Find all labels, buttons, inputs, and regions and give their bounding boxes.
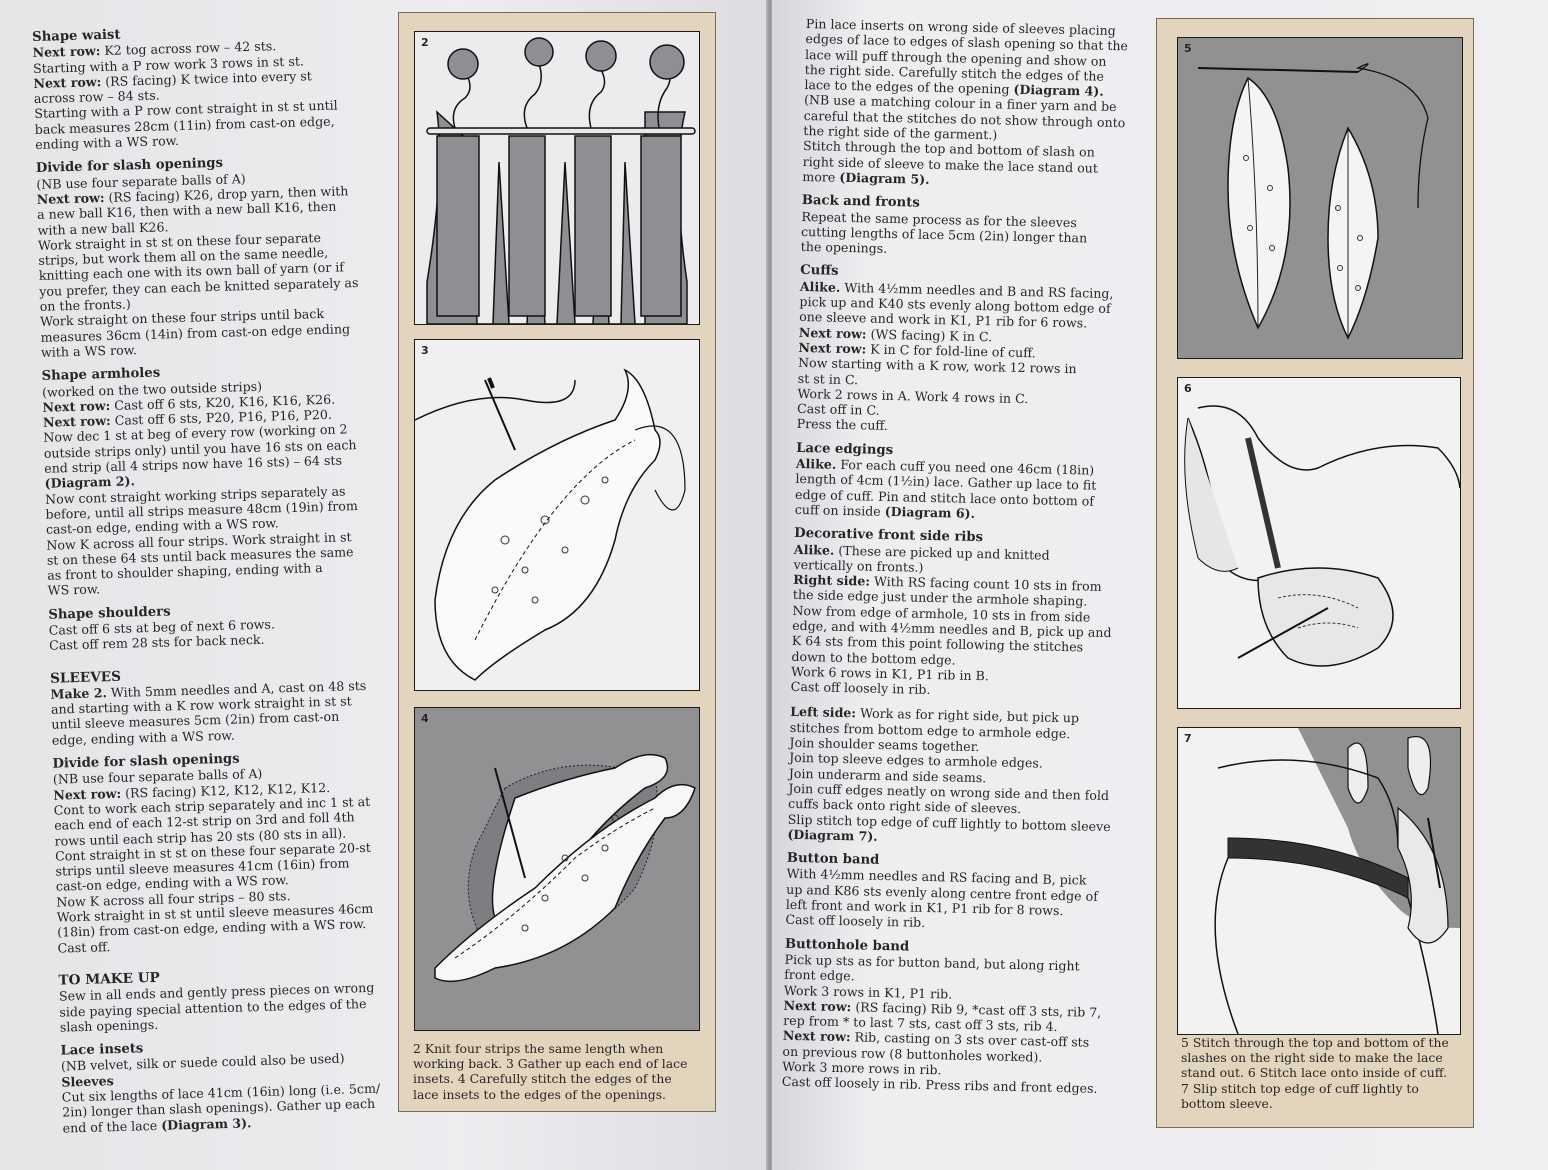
bold-ref: (Diagram 3). [160, 1114, 252, 1133]
diagram-6: 6 [1177, 377, 1461, 709]
caption-line: 2 Knit four strips the same length when [413, 1041, 664, 1056]
bold-lead: Next row: [33, 73, 102, 91]
line-text: front edge. [784, 966, 855, 984]
right-caption: 5 Stitch through the top and bottom of t… [1181, 1035, 1471, 1111]
bold-lead: (Diagram 7). [787, 826, 878, 844]
caption-line: 7 Slip stitch top edge of cuff lightly t… [1181, 1080, 1419, 1096]
diagram-number: 6 [1184, 382, 1192, 395]
bold-ref: (Diagram 6). [884, 503, 976, 521]
caption-line: working back. 3 Gather up each end of la… [413, 1056, 688, 1072]
diagram-number: 5 [1184, 42, 1192, 55]
diagram-3: 3 [414, 339, 700, 691]
bold-lead: Sleeves [61, 1072, 114, 1090]
bold-lead: Next row: [782, 1028, 851, 1045]
line-text: with a WS row. [40, 342, 138, 360]
left-diagram-strip: 2 3 [398, 12, 716, 1112]
diagram-5: 5 [1177, 37, 1463, 359]
bold-lead: Next row: [53, 785, 122, 803]
right-diagram-strip: 5 6 [1156, 18, 1474, 1128]
bold-ref: (Diagram 5). [839, 169, 930, 187]
gathered-lace-icon [415, 368, 686, 681]
bold-lead: Next row: [798, 339, 867, 357]
right-text-column: Pin lace inserts on wrong side of sleeve… [782, 16, 1161, 1097]
line-text: end of the lace [62, 1117, 162, 1136]
slip-stitch-cuff-icon [1214, 728, 1460, 1034]
line-text: Press the cuff. [796, 416, 889, 434]
caption-line: lace insets to the edges of the openings… [413, 1086, 666, 1102]
caption-line: bottom sleeve. [1181, 1095, 1273, 1111]
bold-lead: Next row: [783, 997, 852, 1015]
bold-lead: Next row: [32, 43, 101, 61]
knitting-strips-icon [426, 37, 696, 324]
lace-slash-stitching-icon [1197, 63, 1429, 340]
bold-lead: Next row: [798, 324, 867, 342]
bold-lead: Left side: [790, 704, 857, 721]
bold-lead: Next row: [42, 413, 111, 430]
line-text: WS row. [47, 581, 101, 599]
line-text: st st in C. [797, 370, 859, 387]
bold-lead: Make 2. [50, 685, 108, 702]
diagram-7: 7 [1177, 727, 1461, 1035]
bold-lead: Next row: [36, 190, 105, 207]
line-text: cuff on inside [794, 501, 885, 519]
caption-line: insets. 4 Carefully stitch the edges of … [413, 1071, 672, 1087]
bold-ref: (Diagram 4). [1013, 81, 1104, 99]
line-text: slash openings. [59, 1016, 159, 1035]
cuff-lace-edging-icon [1184, 405, 1460, 667]
bold-lead: Next row: [42, 397, 111, 415]
line-text: more [802, 168, 840, 185]
book-spine [766, 0, 774, 1170]
diagram-4: 4 [414, 707, 700, 1031]
diagram-number: 7 [1184, 732, 1192, 745]
bold-lead: Right side: [793, 571, 871, 589]
line-text: Cast off loosely in rib. [785, 912, 926, 931]
right-page: Pin lace inserts on wrong side of sleeve… [772, 0, 1548, 1170]
diagram-number: 3 [421, 344, 429, 357]
diagram-number: 4 [421, 712, 429, 725]
line-text: ending with a WS row. [34, 133, 180, 153]
caption-line: stand out. 6 Stitch lace onto inside of … [1181, 1065, 1448, 1081]
diagram-2: 2 [414, 31, 700, 325]
line-text: Cast off. [57, 938, 111, 956]
diagram-number: 2 [421, 36, 429, 49]
line-text: Cast off loosely in rib. [790, 679, 931, 698]
caption-line: slashes on the right side to make the la… [1181, 1050, 1443, 1066]
bold-lead: Alike. [799, 278, 841, 295]
caption-line: 5 Stitch through the top and bottom of t… [1181, 1035, 1449, 1050]
bold-lead: Alike. [795, 455, 837, 472]
line-text: the openings. [800, 239, 888, 257]
stitch-lace-inset-icon [434, 753, 696, 983]
bold-lead: Alike. [793, 541, 835, 558]
line-text: Cast off in C. [796, 401, 880, 418]
